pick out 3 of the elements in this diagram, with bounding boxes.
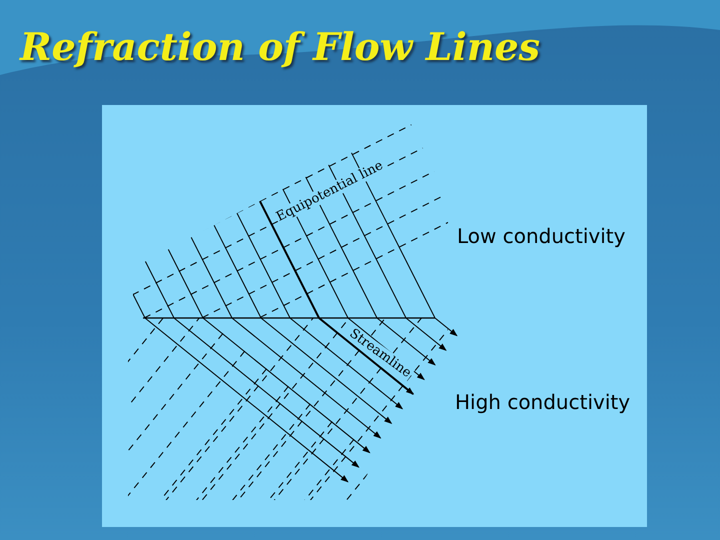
region-label: Low conductivity <box>457 224 626 248</box>
region-label: High conductivity <box>455 390 630 414</box>
slide-title: Refraction of Flow Lines <box>20 24 540 69</box>
